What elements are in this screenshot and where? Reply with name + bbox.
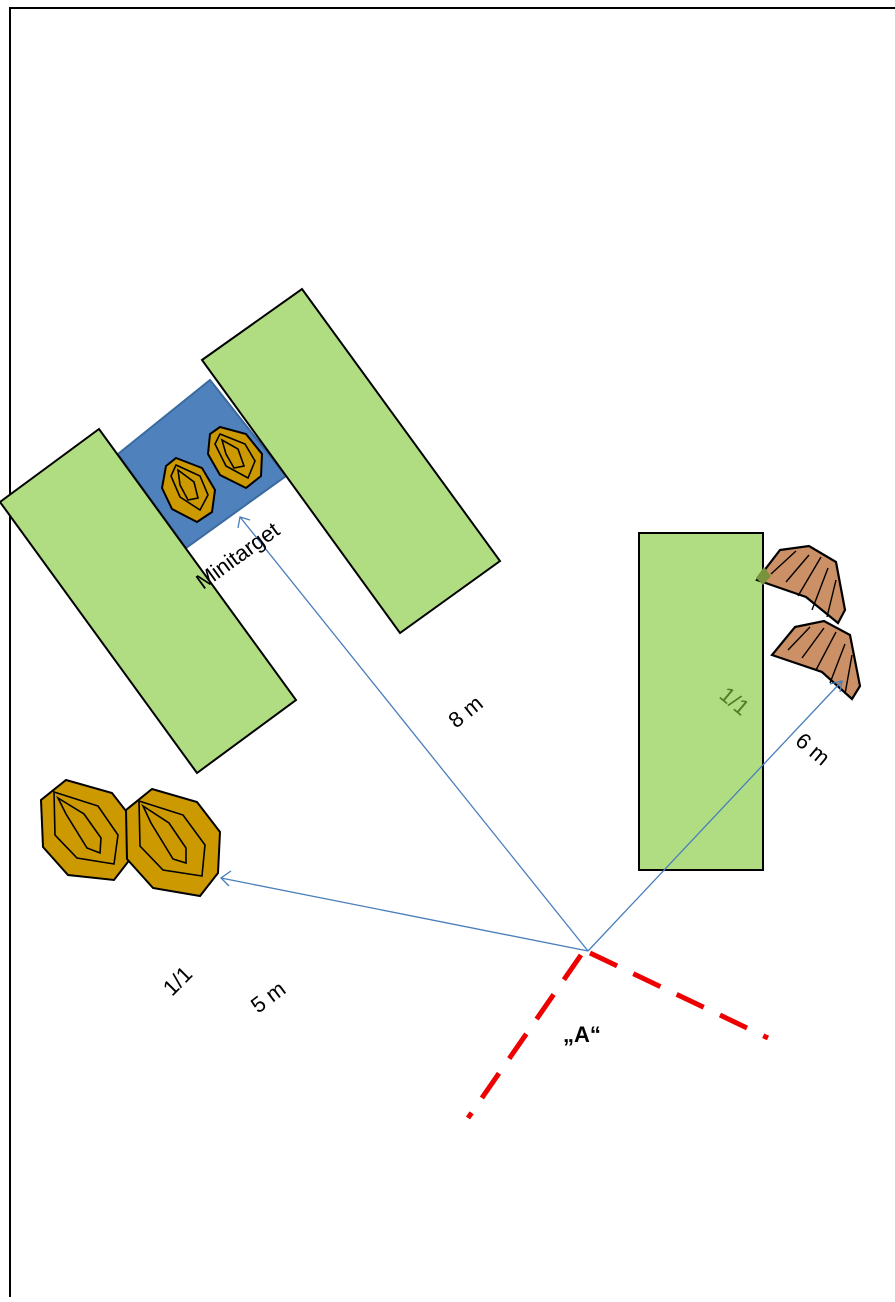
wall-upper-right <box>200 287 502 635</box>
fault-line-left <box>465 953 584 1120</box>
right-target-2 <box>770 619 862 701</box>
distance-8m-label: 8 m <box>443 690 487 733</box>
wall-right <box>638 532 764 871</box>
wall-left <box>0 427 298 775</box>
distance-5m-label: 5 m <box>246 976 290 1018</box>
score-left-label: 1/1 <box>158 961 197 1000</box>
distance-6m-label: 6 m <box>791 728 835 771</box>
left-target-1 <box>39 778 135 882</box>
page-border <box>9 7 895 1302</box>
minitarget-target-1 <box>160 456 217 524</box>
ray-to-right-targets <box>587 680 843 952</box>
right-target-1 <box>755 544 847 625</box>
wall-marker <box>756 567 771 585</box>
left-target-2 <box>124 787 222 898</box>
ray-to-minitarget <box>237 516 589 952</box>
position-label: „A“ <box>563 1022 601 1047</box>
ray-to-left-targets <box>219 870 589 952</box>
fault-line-right <box>588 950 770 1041</box>
minitarget-target-2 <box>206 425 264 490</box>
